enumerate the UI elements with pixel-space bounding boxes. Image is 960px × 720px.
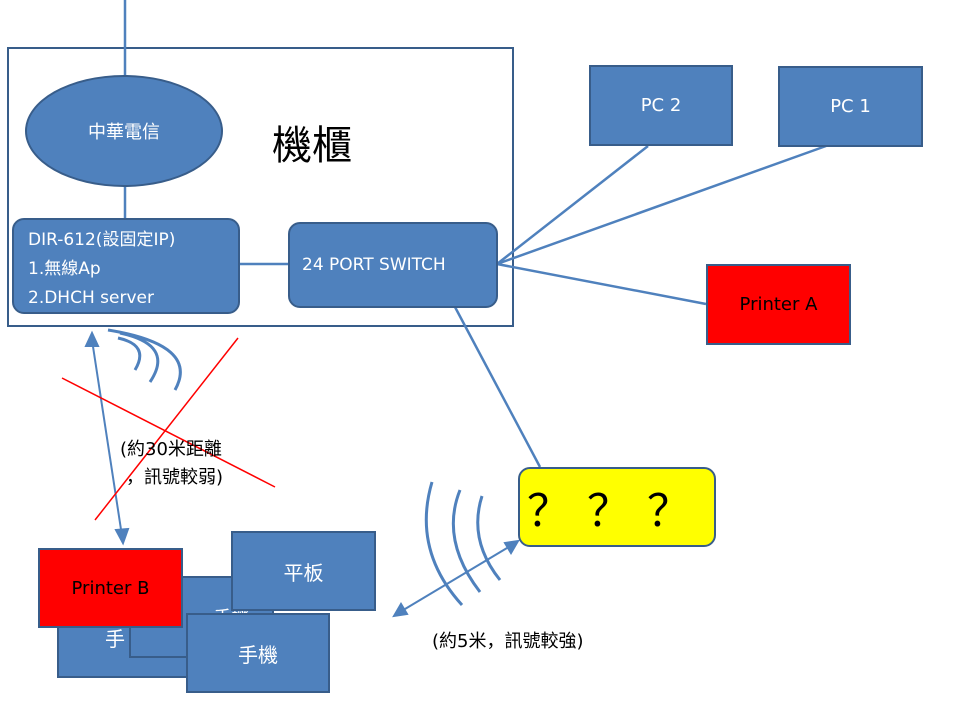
tablet-label: 平板 bbox=[283, 560, 324, 585]
switch-label: 24 PORT SWITCH bbox=[302, 255, 446, 275]
router-node: DIR-612(設固定IP) 1.無線Ap 2.DHCH server bbox=[12, 218, 240, 314]
isp-node: 中華電信 bbox=[25, 75, 223, 187]
printer-a-node: Printer A bbox=[706, 264, 851, 345]
weak-signal-cross bbox=[61, 337, 276, 521]
phone-front-label: 手機 bbox=[238, 642, 278, 667]
router-line1: DIR-612(設固定IP) bbox=[28, 230, 176, 250]
pc2-node: PC 2 bbox=[589, 65, 733, 146]
far-distance-arrow bbox=[84, 330, 130, 546]
cabinet-label: 機櫃 bbox=[272, 123, 352, 169]
router-line3: 2.DHCH server bbox=[28, 288, 154, 308]
far-note-line2: ，訊號較弱) bbox=[126, 467, 224, 488]
printer-a-label: Printer A bbox=[739, 294, 818, 315]
unknown-device-node: ？？？ bbox=[518, 467, 716, 547]
pc1-node: PC 1 bbox=[778, 66, 923, 147]
near-distance-arrow bbox=[392, 539, 520, 618]
pc2-label: PC 2 bbox=[640, 95, 682, 116]
phone-front-node: 手機 bbox=[186, 613, 330, 693]
near-distance-note: (約5米，訊號較強) bbox=[432, 631, 584, 652]
router-line2: 1.無線Ap bbox=[28, 259, 101, 279]
printer-b-node: Printer B bbox=[38, 548, 183, 628]
phone-back-label: 手 bbox=[105, 626, 125, 651]
far-note-line1: (約30米距離 bbox=[120, 439, 222, 460]
printer-b-label: Printer B bbox=[71, 577, 150, 599]
switch-pc1-link bbox=[496, 144, 827, 266]
isp-label: 中華電信 bbox=[88, 122, 160, 143]
tablet-node: 平板 bbox=[231, 531, 376, 611]
switch-unknown-link bbox=[453, 306, 542, 468]
unknown-device-label: ？？？ bbox=[527, 486, 707, 537]
pc1-label: PC 1 bbox=[830, 96, 871, 117]
switch-printer-a-link bbox=[496, 262, 707, 306]
unknown-signal-arcs bbox=[424, 481, 502, 607]
router-signal-arcs bbox=[107, 328, 182, 391]
switch-node: 24 PORT SWITCH bbox=[288, 222, 498, 308]
far-distance-note: (約30米距離 ，訊號較弱) bbox=[120, 436, 223, 492]
switch-pc2-link bbox=[496, 145, 649, 265]
